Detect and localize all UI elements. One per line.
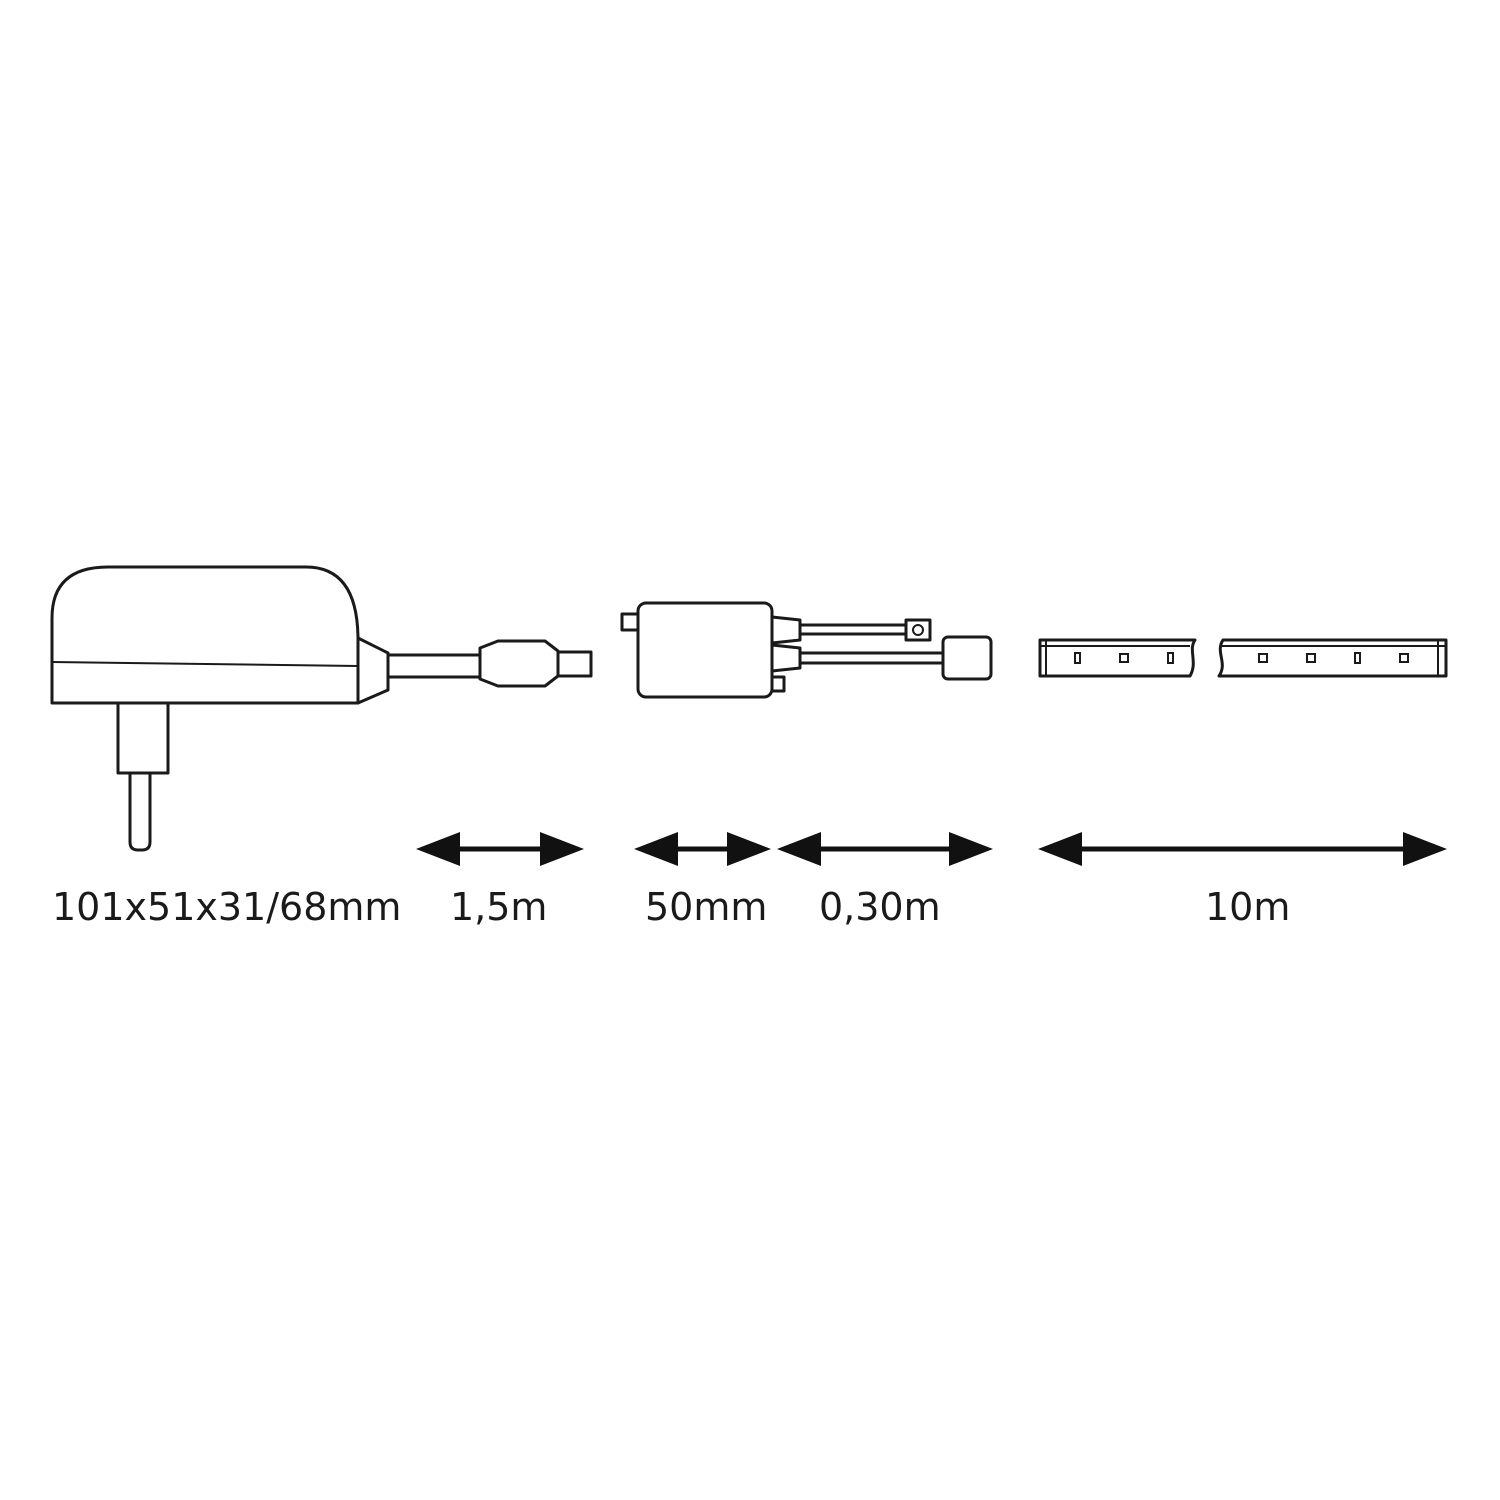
led-strip-icon: [1038, 638, 1448, 678]
arrow-led-strip: [1038, 832, 1447, 866]
arrow-supply-cable: [416, 832, 584, 866]
power-adapter-plug-icon: [50, 565, 390, 852]
connector-cable-length-label: 0,30m: [819, 885, 941, 929]
cable-with-socket-icon: [798, 618, 993, 681]
controller-box-icon: [620, 601, 802, 699]
arrow-connector-cable: [777, 832, 993, 866]
cable-connector-icon: [386, 639, 593, 688]
arrow-controller: [634, 832, 771, 866]
adapter-dimensions-label: 101x51x31/68mm: [52, 885, 401, 929]
supply-cable-length-label: 1,5m: [450, 885, 547, 929]
controller-size-label: 50mm: [645, 885, 767, 929]
strip-length-label: 10m: [1205, 885, 1290, 929]
